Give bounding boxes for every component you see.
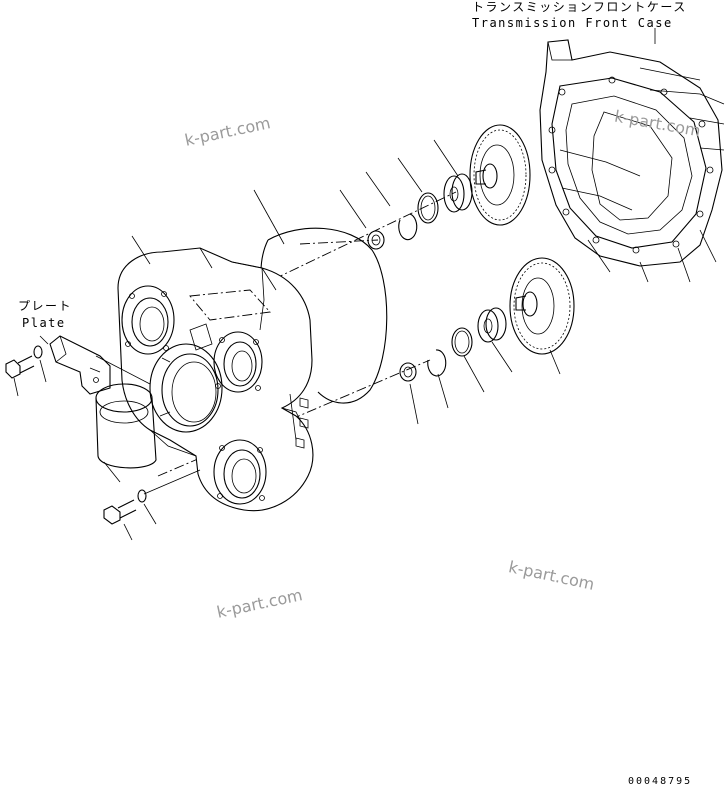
plate-label-english: Plate [22,316,66,330]
lower-boss [213,439,267,505]
upper-snap-rings [339,171,439,250]
transmission-front-case [539,28,725,283]
lower-snap-rings [399,327,485,425]
upper-left-boss [121,285,175,355]
left-bolt [5,345,47,397]
plate-label-japanese: プレート [18,299,73,313]
case-label-japanese: トランスミッションフロントケース [472,0,687,14]
upper-gear [433,124,531,226]
case-label-english: Transmission Front Case [472,16,673,30]
seal-ring [95,383,157,483]
center-bore [149,343,223,433]
lower-bolt [103,469,201,541]
lower-bearing [477,307,513,373]
drawing-code: 00048795 [628,776,693,787]
right-middle-boss [213,331,263,393]
housing-cover [117,247,314,512]
upper-bearing [397,157,473,213]
lower-gear [509,257,575,375]
